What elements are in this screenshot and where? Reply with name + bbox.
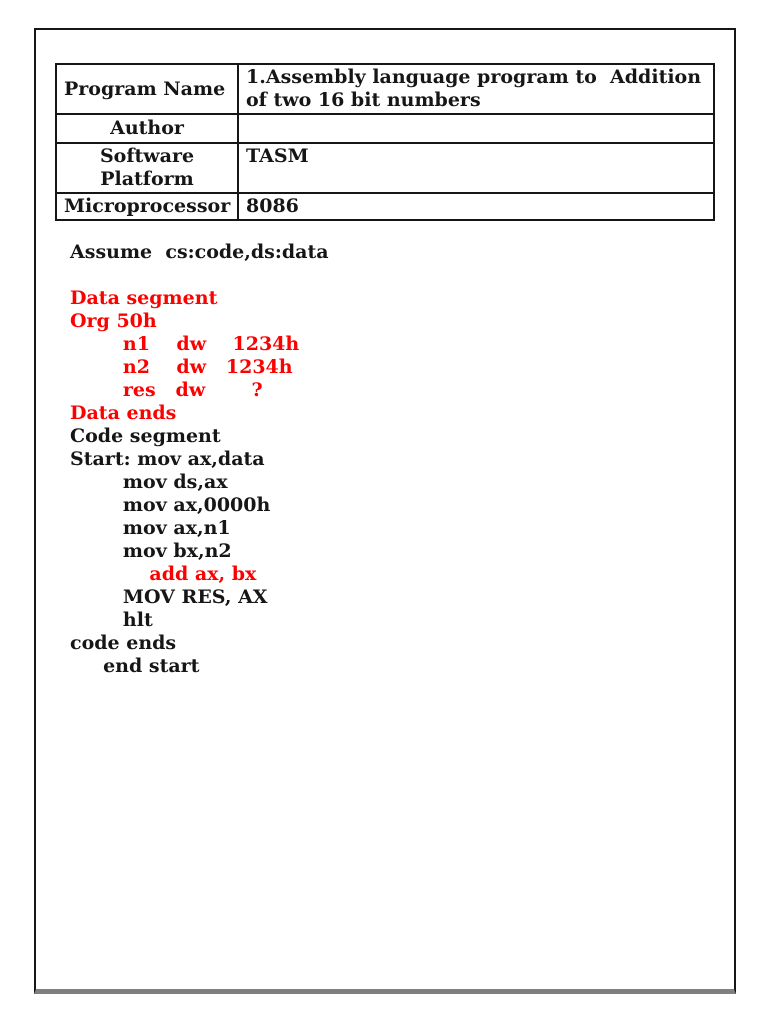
code-line: mov ax,n1	[70, 517, 231, 539]
code-line: Data segment	[70, 287, 218, 309]
code-line: Start: mov ax,data	[70, 448, 265, 470]
code-line: Code segment	[70, 425, 221, 447]
table-row-author: Author	[55, 113, 715, 144]
row-value-microprocessor: 8086	[237, 192, 715, 221]
table-row-software-platform: Software Platform TASM	[55, 142, 715, 194]
table-row-microprocessor: Microprocessor 8086	[55, 192, 715, 221]
row-value-software-platform: TASM	[237, 142, 715, 194]
code-line: Org 50h	[70, 310, 157, 332]
program-info-table: Program Name 1.Assembly language program…	[55, 63, 715, 221]
code-line: mov bx,n2	[70, 540, 232, 562]
row-label-microprocessor: Microprocessor	[55, 192, 239, 221]
code-line: mov ax,0000h	[70, 494, 271, 516]
program-info-table-body: Program Name 1.Assembly language program…	[55, 63, 715, 221]
code-line: n2 dw 1234h	[70, 356, 293, 378]
row-label-author: Author	[55, 113, 239, 144]
code-line: n1 dw 1234h	[70, 333, 300, 355]
code-line: hlt	[70, 609, 153, 631]
code-line: Assume cs:code,ds:data	[70, 241, 329, 263]
code-line: mov ds,ax	[70, 471, 228, 493]
code-line: end start	[70, 655, 200, 677]
code-line: add ax, bx	[70, 563, 257, 585]
code-line	[70, 264, 734, 287]
code-line: Data ends	[70, 402, 177, 424]
code-line: res dw ?	[70, 379, 263, 401]
row-label-software-platform: Software Platform	[55, 142, 239, 194]
code-line: MOV RES, AX	[70, 586, 268, 608]
document-page: Program Name 1.Assembly language program…	[34, 28, 736, 994]
row-value-author	[237, 113, 715, 144]
code-line: code ends	[70, 632, 177, 654]
row-value-program-name: 1.Assembly language program to Addition …	[237, 63, 715, 115]
table-row-program-name: Program Name 1.Assembly language program…	[55, 63, 715, 115]
row-label-program-name: Program Name	[55, 63, 239, 115]
